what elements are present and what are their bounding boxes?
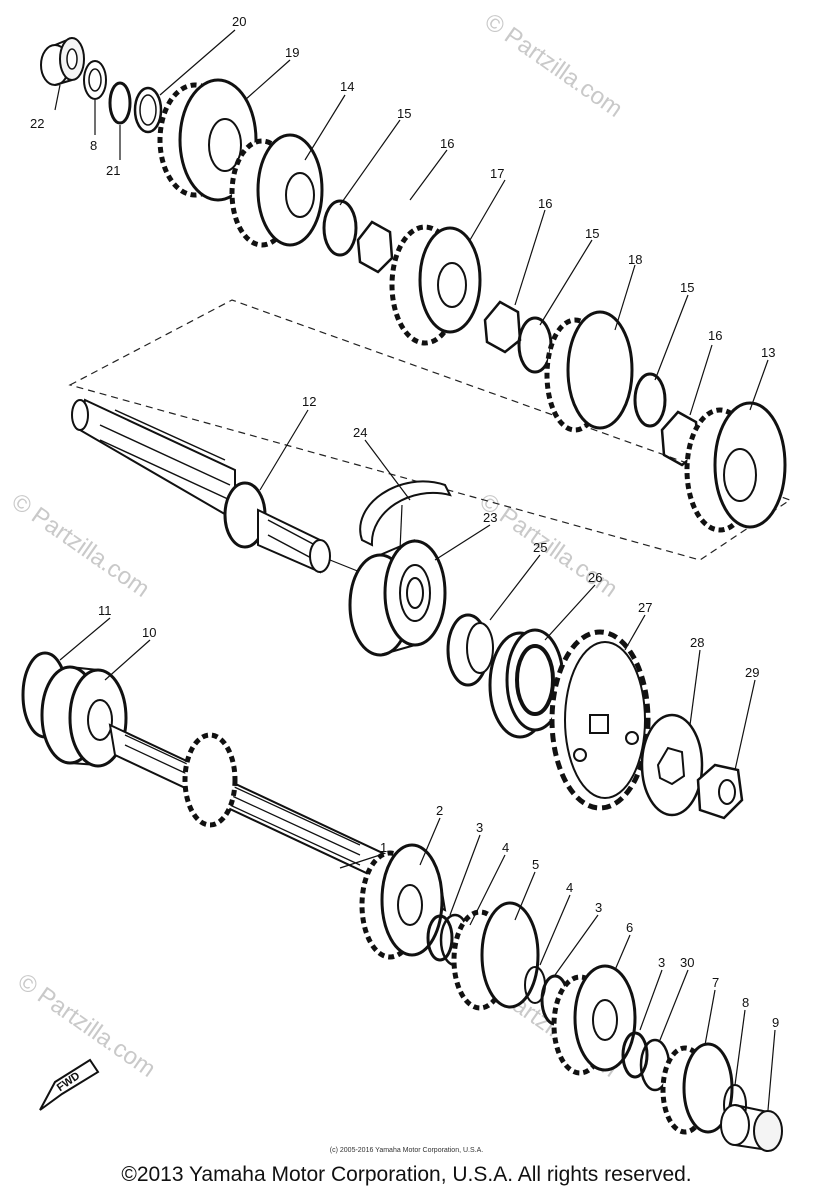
part-circlip-15-upper-c[interactable] [633, 372, 667, 428]
part-collar-22[interactable] [40, 37, 85, 86]
callout-5[interactable]: 5 [532, 857, 539, 872]
callout-30[interactable]: 30 [680, 955, 694, 970]
callout-3-b[interactable]: 3 [595, 900, 602, 915]
callout-16-c[interactable]: 16 [708, 328, 722, 343]
part-circlip-3-c[interactable] [621, 1031, 649, 1079]
callout-23[interactable]: 23 [483, 510, 497, 525]
part-ring-25[interactable] [446, 613, 494, 687]
assembly-boundary [68, 299, 792, 561]
callout-3-a[interactable]: 3 [476, 820, 483, 835]
leader-lines [54, 29, 776, 1111]
callout-13[interactable]: 13 [761, 345, 775, 360]
callout-24[interactable]: 24 [353, 425, 367, 440]
callouts: 20 19 14 15 16 17 16 15 18 15 16 13 22 8… [30, 14, 779, 1030]
callout-25[interactable]: 25 [533, 540, 547, 555]
part-gear-18[interactable] [544, 310, 634, 433]
callout-8-b[interactable]: 8 [742, 995, 749, 1010]
callout-14[interactable]: 14 [340, 79, 354, 94]
part-axle-1[interactable] [108, 723, 447, 912]
callout-20[interactable]: 20 [232, 14, 246, 29]
part-lock-washer-28[interactable] [640, 713, 704, 817]
part-circlip-21[interactable] [108, 81, 132, 125]
callout-19[interactable]: 19 [285, 45, 299, 60]
callout-4-b[interactable]: 4 [566, 880, 573, 895]
part-clip-24[interactable] [359, 480, 452, 547]
callout-12[interactable]: 12 [302, 394, 316, 409]
part-circlip-3-a[interactable] [426, 914, 454, 962]
callout-9[interactable]: 9 [772, 1015, 779, 1030]
part-bearing-23[interactable] [348, 539, 447, 657]
callout-17[interactable]: 17 [490, 166, 504, 181]
callout-22[interactable]: 22 [30, 116, 44, 131]
callout-15-a[interactable]: 15 [397, 106, 411, 121]
part-washer-20[interactable] [133, 86, 163, 134]
callout-16-b[interactable]: 16 [538, 196, 552, 211]
callout-16-a[interactable]: 16 [440, 136, 454, 151]
callout-4-a[interactable]: 4 [502, 840, 509, 855]
callout-3-c[interactable]: 3 [658, 955, 665, 970]
part-gear-6[interactable] [551, 964, 637, 1076]
callout-18[interactable]: 18 [628, 252, 642, 267]
part-gear-5[interactable] [451, 901, 540, 1011]
part-sprocket-27[interactable] [549, 629, 651, 811]
part-circlip-15-upper-a[interactable] [322, 199, 358, 257]
part-gear-13[interactable] [684, 401, 787, 533]
callout-10[interactable]: 10 [142, 625, 156, 640]
callout-6[interactable]: 6 [626, 920, 633, 935]
callout-11[interactable]: 11 [98, 603, 112, 618]
part-gear-7[interactable] [660, 1042, 734, 1135]
part-washer-8-upper[interactable] [83, 60, 107, 100]
callout-7[interactable]: 7 [712, 975, 719, 990]
part-gear-17[interactable] [389, 224, 482, 346]
callout-8-a[interactable]: 8 [90, 138, 97, 153]
part-gear-2[interactable] [359, 843, 444, 960]
callout-28[interactable]: 28 [690, 635, 704, 650]
part-gear-14[interactable] [229, 133, 324, 248]
part-washer-16-b[interactable] [483, 300, 522, 354]
callout-15-b[interactable]: 15 [585, 226, 599, 241]
callout-26[interactable]: 26 [588, 570, 602, 585]
callout-21[interactable]: 21 [106, 163, 120, 178]
footer-small-copyright: (c) 2005-2016 Yamaha Motor Corporation, … [329, 1147, 484, 1154]
footer-copyright: ©2013 Yamaha Motor Corporation, U.S.A. A… [121, 1163, 692, 1186]
part-oil-seal-26[interactable] [488, 628, 565, 739]
part-washer-16-a[interactable] [356, 220, 394, 274]
part-nut-29[interactable] [696, 763, 744, 820]
callout-27[interactable]: 27 [638, 600, 652, 615]
callout-1[interactable]: 1 [380, 840, 387, 855]
callout-2[interactable]: 2 [436, 803, 443, 818]
forward-direction-icon [39, 1058, 100, 1111]
part-collar-9[interactable] [720, 1104, 783, 1152]
callout-15-c[interactable]: 15 [680, 280, 694, 295]
part-main-shaft-12[interactable] [71, 398, 381, 581]
callout-29[interactable]: 29 [745, 665, 759, 680]
